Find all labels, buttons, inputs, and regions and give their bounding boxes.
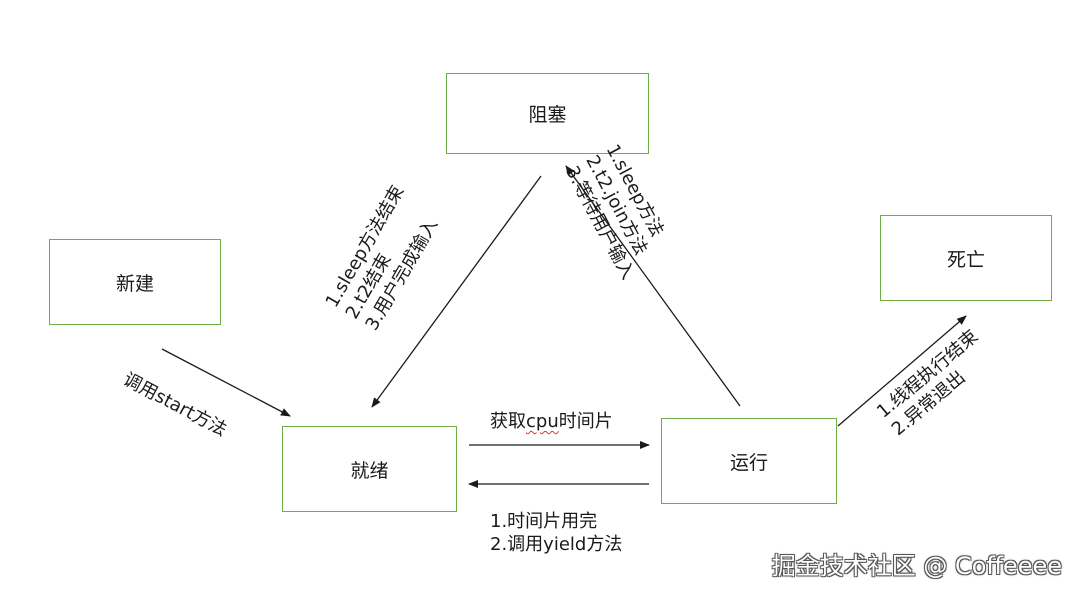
state-box-new: 新建 (49, 239, 221, 325)
state-label-blocked: 阻塞 (528, 104, 567, 126)
arrow-running-to-blocked (565, 165, 741, 407)
state-label-new: 新建 (115, 272, 154, 295)
watermark: 掘金技术社区 @ Coffeeee (771, 552, 1062, 580)
transition-label-suffix: 时间片 (558, 411, 613, 432)
transition-label-ready-to-running: 获取cpu时间片 (490, 410, 613, 433)
state-box-running: 运行 (661, 418, 837, 504)
transition-label-running-to-ready: 1.时间片用完 2.调用yield方法 (490, 510, 622, 556)
spellcheck-highlight: cpu (526, 411, 559, 432)
transition-label-prefix: 获取 (490, 411, 526, 432)
arrow-running-to-dead (837, 315, 967, 427)
arrow-blocked-to-ready (371, 175, 542, 408)
state-box-blocked: 阻塞 (446, 73, 649, 154)
state-label-running: 运行 (729, 451, 768, 474)
state-label-ready: 就绪 (350, 459, 389, 482)
state-box-ready: 就绪 (282, 426, 457, 512)
state-label-dead: 死亡 (946, 248, 985, 271)
transition-label-line: 1.时间片用完 (490, 511, 598, 532)
state-box-dead: 死亡 (880, 215, 1052, 301)
transition-label-line: 2.调用yield方法 (490, 534, 623, 555)
arrow-new-to-ready (161, 348, 291, 417)
